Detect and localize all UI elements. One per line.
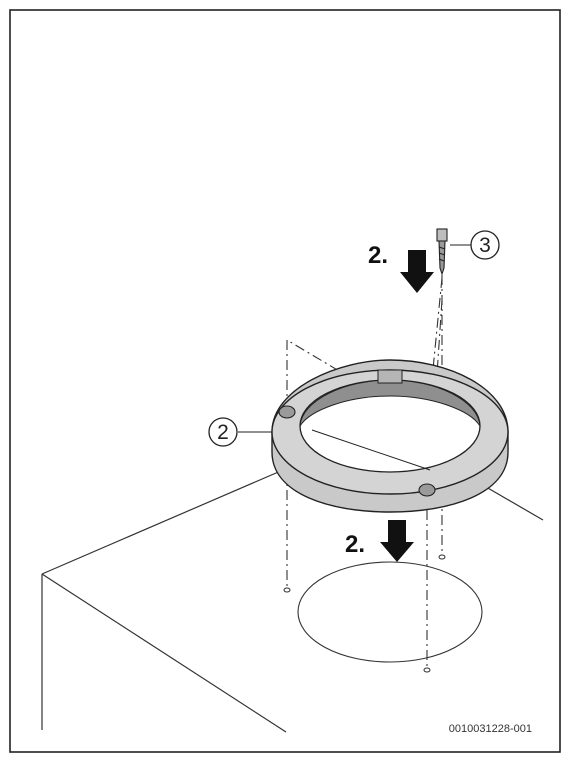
figure-frame: [9, 9, 561, 753]
step-label-lower: 2.: [345, 531, 365, 558]
callout-number-ring: 2: [217, 421, 229, 444]
step-label-upper: 2.: [368, 242, 388, 269]
upper-arrow-icon: [400, 250, 434, 293]
screw: [436, 228, 448, 276]
mounting-ring: [271, 359, 509, 513]
appliance-body: [41, 461, 544, 733]
callout-screw: 3: [450, 230, 500, 260]
document-id: 0010031228-001: [449, 723, 532, 735]
lower-arrow-icon: [380, 520, 414, 562]
mounting-opening: [297, 561, 483, 663]
drill-marks: [283, 554, 446, 673]
callout-ring: 2: [208, 417, 272, 447]
callout-number-screw: 3: [479, 234, 491, 257]
